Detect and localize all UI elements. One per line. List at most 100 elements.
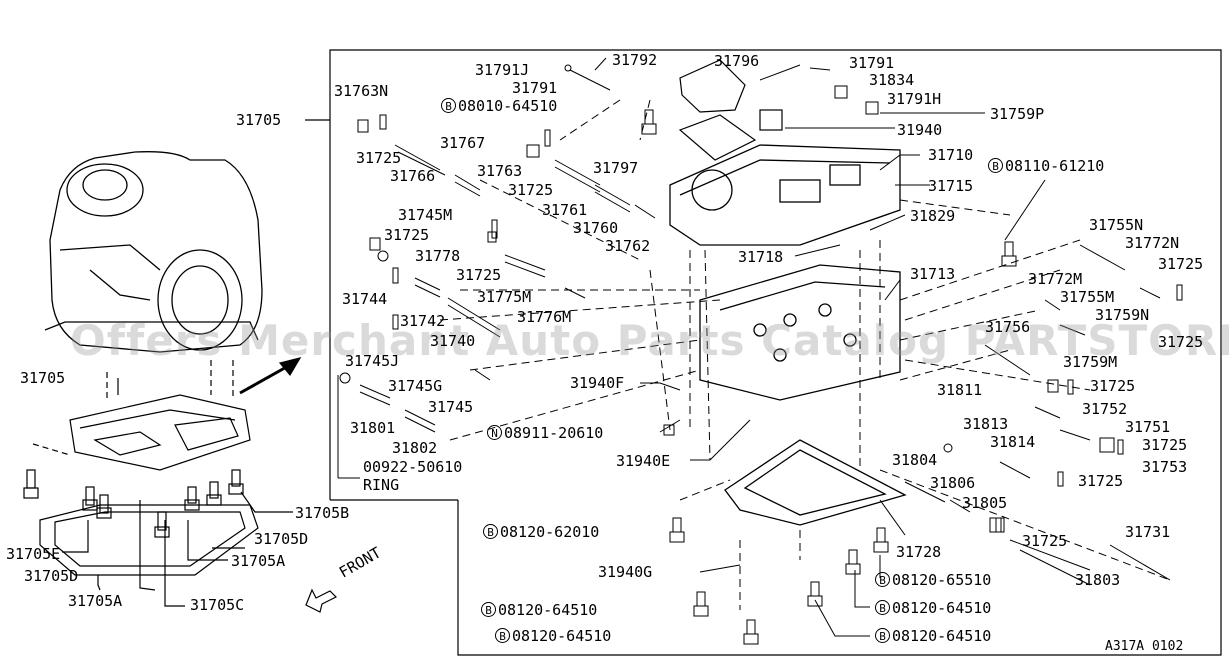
- part-label: 31940E: [616, 452, 671, 470]
- part-label: 31813: [963, 415, 1009, 433]
- part-label: 31805: [962, 494, 1008, 512]
- part-label: 31804: [892, 451, 938, 469]
- part-label: 31792: [612, 51, 658, 69]
- part-label: 31725: [456, 266, 502, 284]
- part-label: 31725: [1078, 472, 1124, 490]
- part-label: 31760: [573, 219, 619, 237]
- bolt-symbol-icon: B: [988, 158, 1003, 173]
- bolt-symbol-icon: B: [483, 524, 498, 539]
- part-label: 31740: [430, 332, 476, 350]
- part-label: 31759M: [1063, 353, 1118, 371]
- part-label: 31755N: [1089, 216, 1144, 234]
- part-label: 31705D: [254, 530, 309, 548]
- main-valve-body-middle: [699, 264, 901, 401]
- part-label: 31761: [542, 201, 588, 219]
- part-number: 08110-61210: [1005, 157, 1105, 175]
- part-label: 31766: [390, 167, 436, 185]
- part-label: 31767: [440, 134, 486, 152]
- part-label: 31744: [342, 290, 388, 308]
- part-label: 31705C: [190, 596, 245, 614]
- bolt-symbol-icon: B: [875, 628, 890, 643]
- bolt-symbol-icon: B: [875, 600, 890, 615]
- part-label: 31725: [508, 181, 554, 199]
- part-label: 31759P: [990, 105, 1045, 123]
- part-label: 31834: [869, 71, 915, 89]
- part-label: 31755M: [1060, 288, 1115, 306]
- part-number: 08120-64510: [512, 627, 612, 645]
- part-label: 31705D: [24, 567, 79, 585]
- part-label: 31791: [849, 54, 895, 72]
- part-label: 31705: [236, 111, 282, 129]
- part-label: 31796: [714, 52, 760, 70]
- part-label: 31725: [1090, 377, 1136, 395]
- part-label: 31725: [1158, 255, 1204, 273]
- part-label: 31940G: [598, 563, 653, 581]
- part-label: 31801: [350, 419, 396, 437]
- part-label: 31776M: [517, 308, 572, 326]
- part-label: 31705B: [295, 504, 350, 522]
- part-label: 31756: [985, 318, 1031, 336]
- part-number: 08010-64510: [458, 97, 558, 115]
- part-label: 31940F: [570, 374, 625, 392]
- part-label: 31705A: [231, 552, 286, 570]
- part-label: 31759N: [1095, 306, 1150, 324]
- part-number: 08120-64510: [498, 601, 598, 619]
- part-label: 31705E: [6, 545, 61, 563]
- part-label: 31715: [928, 177, 974, 195]
- part-label: 31725: [384, 226, 430, 244]
- oil-strainer: [724, 439, 907, 526]
- part-number: 08120-65510: [892, 571, 992, 589]
- part-label: 31728: [896, 543, 942, 561]
- bolt-symbol-icon: B: [495, 628, 510, 643]
- diagram-frame: [329, 49, 1222, 656]
- part-label: 31718: [738, 248, 784, 266]
- left-bolts: [23, 469, 244, 538]
- part-label: 31753: [1142, 458, 1188, 476]
- bolt-symbol-icon: B: [875, 572, 890, 587]
- part-label: 00922-50610: [363, 458, 463, 476]
- part-number: 08120-64510: [892, 627, 992, 645]
- part-label: 31725: [1142, 436, 1188, 454]
- part-number: 08120-64510: [892, 599, 992, 617]
- main-valve-body-upper: [669, 144, 901, 246]
- part-label: 31791H: [887, 90, 942, 108]
- part-label: 31745: [428, 398, 474, 416]
- valve-body-small: [69, 394, 251, 471]
- part-label: 31731: [1125, 523, 1171, 541]
- part-label: 31811: [937, 381, 983, 399]
- part-label: 31803: [1075, 571, 1121, 589]
- part-label: 31829: [910, 207, 956, 225]
- part-label: 31742: [400, 312, 446, 330]
- oil-pan-small: [39, 504, 259, 576]
- part-label: RING: [363, 476, 400, 494]
- part-label: 31940: [897, 121, 943, 139]
- part-label: 31713: [910, 265, 956, 283]
- part-label: 31814: [990, 433, 1036, 451]
- watermark-text: Offers Merchant Auto Parts Catalog PARTS…: [70, 316, 1229, 365]
- part-label: 31762: [605, 237, 651, 255]
- part-label: 31751: [1125, 418, 1171, 436]
- part-label: 31745J: [345, 352, 400, 370]
- part-label: 31705: [20, 369, 66, 387]
- part-label: 31806: [930, 474, 976, 492]
- part-label: 31725: [356, 149, 402, 167]
- part-label: 31763: [477, 162, 523, 180]
- transmission-housing: [44, 151, 263, 353]
- part-number: 08120-62010: [500, 523, 600, 541]
- part-label: 31705A: [68, 592, 123, 610]
- part-label: 31791J: [475, 61, 530, 79]
- small-parts: [339, 64, 1183, 645]
- bolt-symbol-icon: B: [441, 98, 456, 113]
- part-label: 31745M: [398, 206, 453, 224]
- bolt-symbol-icon: B: [481, 602, 496, 617]
